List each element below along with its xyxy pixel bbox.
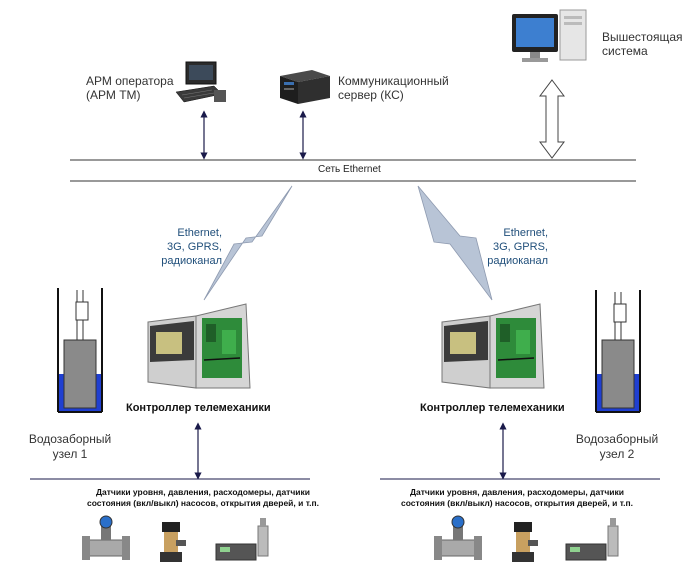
node-left-label: Водозаборный узел 1 <box>28 432 112 461</box>
workstation-icon <box>175 61 226 103</box>
channel-left-label: Ethernet, 3G, GPRS, радиоканал <box>161 227 222 267</box>
valve-right-icon <box>512 522 538 562</box>
computer-icon <box>512 9 587 62</box>
sensor-box-right-icon <box>565 518 619 561</box>
server-label: Коммуникационный сервер (КС) <box>338 74 449 102</box>
flowmeter-right-icon <box>434 515 482 560</box>
controller-left-icon <box>147 303 251 389</box>
arm-label: АРМ оператора (АРМ ТМ) <box>86 74 174 102</box>
well-left-icon <box>57 288 103 413</box>
lightning-left-icon <box>203 185 293 301</box>
controller-left-label: Контроллер телемеханики <box>126 402 271 414</box>
controller-right-label: Контроллер телемеханики <box>420 402 565 414</box>
lightning-right-icon <box>417 185 493 301</box>
valve-left-icon <box>160 522 186 562</box>
upper-system-label: Вышестоящая система <box>602 30 683 58</box>
flowmeter-left-icon <box>82 515 130 560</box>
server-icon <box>280 70 330 104</box>
well-right-icon <box>595 290 641 413</box>
sensor-box-left-icon <box>215 518 269 561</box>
node-right-label: Водозаборный узел 2 <box>575 432 659 461</box>
sensors-left-text: Датчики уровня, давления, расходомеры, д… <box>87 487 319 508</box>
controller-right-icon <box>441 303 545 389</box>
channel-right-label: Ethernet, 3G, GPRS, радиоканал <box>487 227 548 267</box>
sensors-right-text: Датчики уровня, давления, расходомеры, д… <box>401 487 633 508</box>
ethernet-network-label: Сеть Ethernet <box>318 164 381 175</box>
upper-system-arrow <box>539 79 565 159</box>
